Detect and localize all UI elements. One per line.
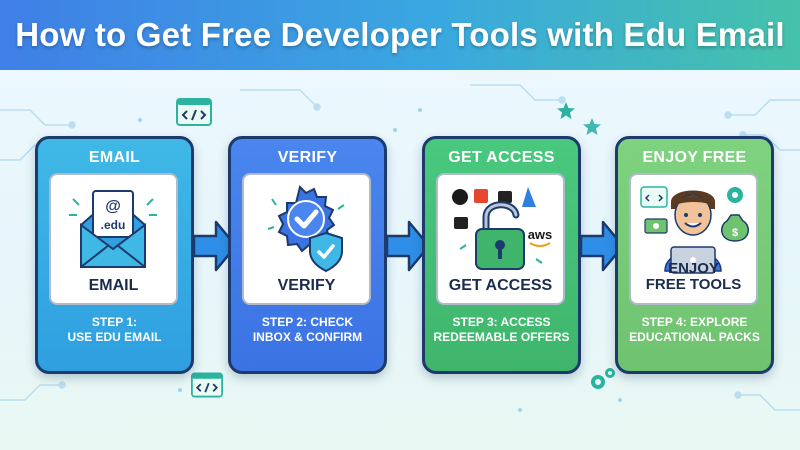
code-window-icon [640,186,668,208]
card-title: GET ACCESS [448,149,555,166]
card-title: ENJOY FREE [642,149,747,166]
step-line-2: EDUCATIONAL PACKS [629,330,760,344]
jetbrains-logo-icon [474,189,488,203]
panel-label: EMAIL [88,277,139,294]
card-panel: VERIFY [242,173,371,305]
azure-logo-icon [522,187,536,207]
developer-avatar-icon: $ [640,186,749,274]
padlock-icon: aws [452,187,553,270]
envelope-icon: @ .edu [69,190,157,268]
arrow-right-icon [579,220,625,272]
card-title: VERIFY [277,149,338,166]
panel-label-line-1: ENJOY [668,260,719,277]
arrow-right-icon [385,220,431,272]
step-caption: STEP 4: EXPLORE EDUCATIONAL PACKS [618,315,771,345]
step-caption: STEP 3: ACCESS REDEEMABLE OFFERS [425,315,578,345]
card-title: EMAIL [88,149,141,166]
gear-icon [591,368,615,389]
code-window-icon [176,98,212,126]
step-card-enjoy-free: ENJOY FREE $ ENJOY FREE TOOLS STEP 4: EX… [615,136,774,374]
devtool-logo-icon [498,191,512,203]
aws-logo-text: aws [528,227,553,242]
step-card-email: EMAIL @ .edu EMAIL STEP 1: USE EDU EMAIL [35,136,194,374]
edu-label: .edu [101,218,126,232]
money-bag-icon [721,214,749,242]
page-title: How to Get Free Developer Tools with Edu… [15,16,785,53]
step-line-2: INBOX & CONFIRM [252,330,363,344]
step-caption: STEP 2: CHECK INBOX & CONFIRM [231,315,384,345]
step-line-1: STEP 1: [91,315,138,329]
code-window-icon [191,372,223,398]
github-logo-icon [452,189,468,205]
step-line-1: STEP 4: EXPLORE [641,315,748,329]
card-panel: $ ENJOY FREE TOOLS [629,173,758,305]
card-panel: @ .edu EMAIL [49,173,178,305]
step-line-1: STEP 3: ACCESS [452,315,551,329]
step-card-get-access: GET ACCESS aws GET ACCESS STEP 3: ACCESS… [422,136,581,374]
step-card-verify: VERIFY VERIFY STEP 2: CHECK INBOX & CONF… [228,136,387,374]
svg-text:$: $ [732,227,738,239]
panel-label: VERIFY [277,277,336,294]
shield-check-icon [267,185,345,273]
step-line-1: STEP 2: CHECK [261,315,354,329]
title-banner: How to Get Free Developer Tools with Edu… [0,0,800,70]
ide-logo-icon [454,217,468,229]
panel-label: GET ACCESS [448,277,553,294]
svg-text:@: @ [105,198,121,215]
step-line-2: USE EDU EMAIL [67,330,162,344]
step-caption: STEP 1: USE EDU EMAIL [38,315,191,345]
panel-label-line-2: FREE TOOLS [645,276,742,293]
star-icon [557,102,601,135]
panel-label: ENJOY FREE TOOLS [631,261,756,293]
card-panel: aws GET ACCESS [436,173,565,305]
step-line-2: REDEEMABLE OFFERS [433,330,570,344]
arrow-right-icon [192,220,238,272]
